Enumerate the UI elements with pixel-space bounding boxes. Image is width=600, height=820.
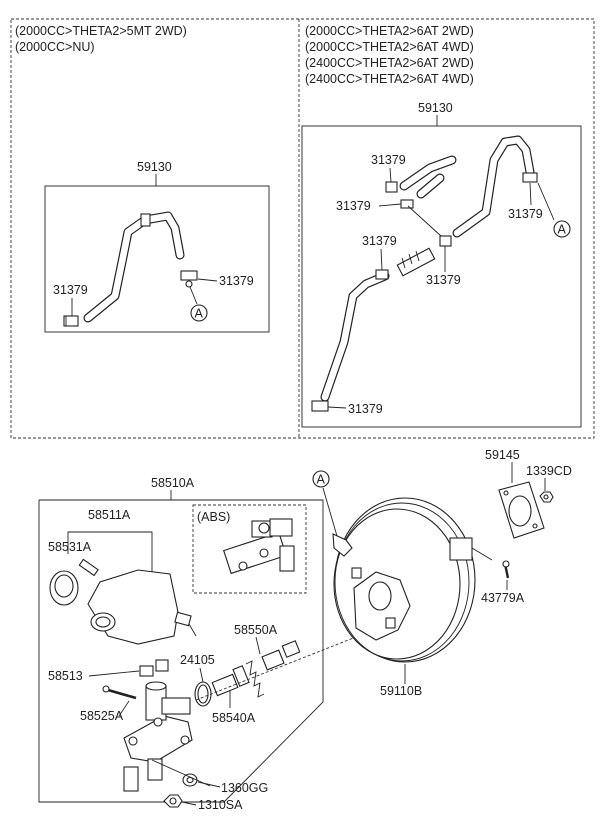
svg-text:A: A <box>558 223 567 237</box>
label-59145: 59145 <box>485 448 520 462</box>
hose-clamp-left-1 <box>63 315 79 327</box>
label-58513: 58513 <box>48 669 83 683</box>
label-58525a: 58525A <box>80 709 124 723</box>
label-31379-r6: 31379 <box>348 402 383 416</box>
label-43779a: 43779A <box>481 591 525 605</box>
label-31379-r2: 31379 <box>336 199 371 213</box>
check-valve <box>396 247 436 277</box>
label-58511a: 58511A <box>88 508 131 522</box>
label-1339cd: 1339CD <box>526 464 572 478</box>
label-abs: (ABS) <box>197 510 230 524</box>
svg-text:A: A <box>317 473 326 487</box>
label-58550a: 58550A <box>234 623 278 637</box>
label-31379-r5: 31379 <box>426 273 461 287</box>
label-59130-left: 59130 <box>137 160 172 174</box>
label-1310sa: 1310SA <box>198 798 243 812</box>
label-58531a: 58531A <box>48 540 92 554</box>
hose-box-left <box>44 185 270 333</box>
grommet <box>139 659 169 677</box>
mounting-nut-2 <box>163 794 183 808</box>
label-31379-l2: 31379 <box>219 274 254 288</box>
mounting-nut-1 <box>182 773 198 787</box>
vacuum-hose-right-upper <box>452 135 535 238</box>
label-31379-l1: 31379 <box>53 283 88 297</box>
svg-text:A: A <box>195 307 204 321</box>
master-cylinder <box>123 681 193 792</box>
reservoir <box>87 569 197 645</box>
reservoir-pin <box>102 685 137 700</box>
variant-left-2: (2000CC>NU) <box>15 40 95 54</box>
hose-clamp-left-2 <box>180 270 198 288</box>
variant-frame <box>10 18 595 439</box>
vacuum-hose-left <box>83 211 185 323</box>
label-58510a: 58510A <box>151 476 195 490</box>
variant-right-1: (2000CC>THETA2>6AT 2WD) <box>305 24 474 38</box>
label-59110b: 59110B <box>380 684 422 698</box>
label-1360gg: 1360GG <box>221 781 268 795</box>
variant-right-2: (2000CC>THETA2>6AT 4WD) <box>305 40 474 54</box>
o-ring <box>194 681 212 707</box>
ref-a-right: A <box>553 220 571 238</box>
abs-box <box>192 504 307 594</box>
cylinder-assy-bracket <box>38 499 324 803</box>
brake-booster <box>332 497 493 663</box>
clevis-pin <box>502 560 510 579</box>
label-31379-r4: 31379 <box>362 234 397 248</box>
variant-right-4: (2400CC>THETA2>6AT 4WD) <box>305 72 474 86</box>
booster-nut <box>539 491 554 503</box>
vacuum-hose-right-short <box>399 155 457 199</box>
ref-a-booster: A <box>312 470 330 488</box>
ref-a-left: A <box>190 304 208 322</box>
hose-box-right <box>301 125 582 428</box>
label-58540a: 58540A <box>212 711 256 725</box>
reservoir-cap <box>49 570 79 606</box>
variant-left-1: (2000CC>THETA2>5MT 2WD) <box>15 24 187 38</box>
abs-master-cylinder <box>223 518 295 575</box>
label-31379-r3: 31379 <box>508 207 543 221</box>
booster-gasket <box>498 481 545 539</box>
reservoir-screw <box>78 558 99 577</box>
label-31379-r1: 31379 <box>371 153 406 167</box>
label-59130-right: 59130 <box>418 101 453 115</box>
label-24105: 24105 <box>180 653 215 667</box>
variant-right-3: (2400CC>THETA2>6AT 2WD) <box>305 56 474 70</box>
vacuum-hose-right-lower <box>320 271 390 402</box>
